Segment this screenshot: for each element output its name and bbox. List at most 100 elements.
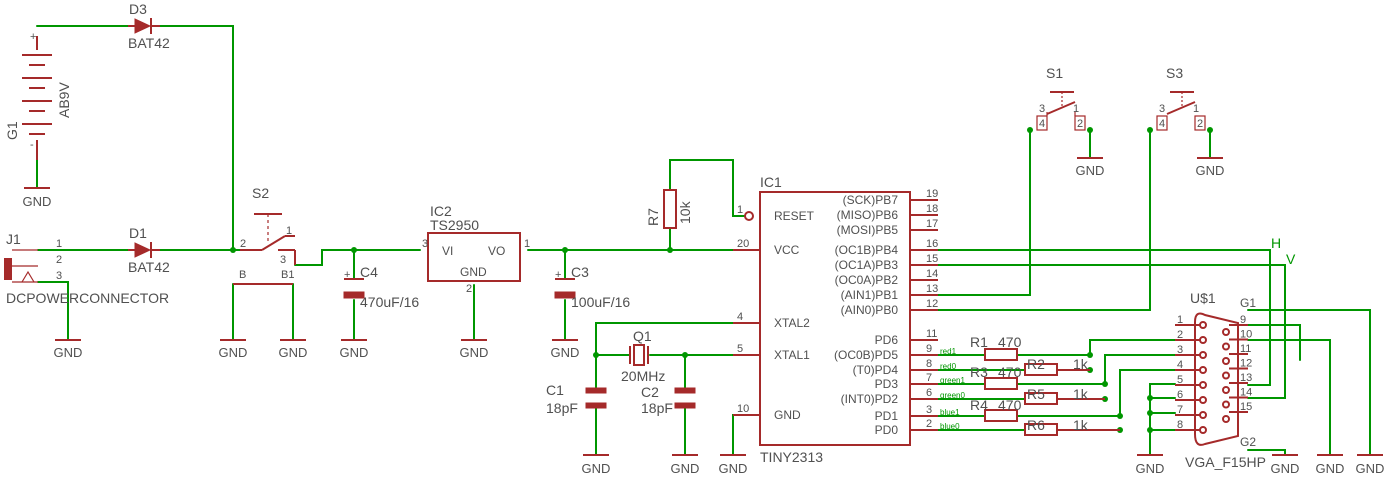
net-labels: red1 red0 green1 green0 blue1 blue0 H V	[940, 235, 1296, 431]
svg-text:1k: 1k	[1073, 356, 1089, 372]
capacitor-c1: C1 18pF	[546, 382, 607, 416]
switch-s1[interactable]: S1 3 1 4 2	[1036, 65, 1086, 131]
c1-ref: C1	[546, 382, 564, 398]
gnd-label: GND	[340, 345, 369, 360]
c4-value: 470uF/16	[360, 294, 419, 310]
resistor-r5: R5 1k	[1024, 386, 1105, 405]
r7-value: 10k	[677, 200, 693, 224]
net-green1: green1	[940, 376, 965, 385]
ic1-pin-name: RESET	[774, 209, 815, 223]
vga-pin: 9	[1240, 314, 1246, 326]
gnd-label: GND	[719, 461, 748, 476]
ic1-pin-name: PD0	[875, 423, 899, 437]
d3-value: BAT42	[128, 35, 170, 51]
resistor-r7: R7 10k	[645, 189, 693, 229]
svg-text:G1: G1	[1240, 296, 1256, 310]
c3-value: 100uF/16	[571, 294, 630, 310]
junctions	[230, 127, 1213, 433]
ic1-pin-num: 10	[737, 403, 749, 415]
svg-text:1k: 1k	[1073, 417, 1089, 433]
ic1-pin-num: 7	[926, 372, 932, 384]
ic1-pin-num: 17	[926, 218, 938, 230]
ic1-pin-num: 13	[926, 283, 938, 295]
ic1-pin-name: (MOSI)PB5	[837, 223, 899, 237]
ic1-pin-num: 12	[926, 298, 938, 310]
svg-text:G2: G2	[1240, 435, 1256, 449]
svg-text:R1: R1	[970, 334, 988, 350]
svg-text:GND: GND	[460, 265, 487, 279]
svg-text:1: 1	[1073, 103, 1079, 115]
wires	[36, 25, 1371, 456]
ic1-pin-name: VCC	[774, 243, 800, 257]
switch-s3[interactable]: S3 3 1 4 2	[1156, 65, 1206, 131]
gnd-label: GND	[219, 345, 248, 360]
vga-pin: 8	[1177, 419, 1183, 431]
ic1-pin-name: XTAL1	[774, 348, 810, 362]
j1-ref: J1	[6, 231, 21, 247]
ic1-pin-num: 4	[737, 311, 743, 323]
svg-text:1: 1	[56, 238, 62, 250]
ic1-pin-num: 9	[926, 343, 932, 355]
gnd-label: GND	[1196, 163, 1225, 178]
ic1-pin-num: 3	[926, 404, 932, 416]
d1-ref: D1	[129, 225, 147, 241]
svg-text:3: 3	[1039, 103, 1045, 115]
ic1-pin-name: (OC0A)PB2	[835, 273, 899, 287]
gnd-label: GND	[582, 461, 611, 476]
regulator-ic2: VI VO GND IC2 TS2950 3 1 2	[422, 203, 530, 295]
ic1-pin-name: XTAL2	[774, 316, 810, 330]
ic1-pin-num: 15	[926, 253, 938, 265]
svg-text:4: 4	[1159, 118, 1165, 130]
gnd-label: GND	[23, 194, 52, 209]
crystal-q1: Q1 20MHz	[621, 328, 665, 384]
g1-pin-plus: +	[30, 31, 36, 43]
battery-g1: + - G1 AB9V	[4, 31, 72, 160]
svg-text:2: 2	[466, 283, 472, 295]
ic1-pin-num: 5	[737, 343, 743, 355]
svg-text:B: B	[239, 269, 246, 281]
connector-j1: J1 DCPOWERCONNECTOR 1 2 3	[4, 231, 169, 306]
svg-text:R6: R6	[1027, 417, 1045, 433]
vga-pin: 6	[1177, 389, 1183, 401]
resistor-r6: R6 1k	[1024, 417, 1120, 436]
gnd-label: GND	[551, 345, 580, 360]
net-green0: green0	[940, 391, 965, 400]
ic1-pin-num: 1	[737, 204, 743, 216]
svg-text:470: 470	[998, 334, 1022, 350]
switch-s2[interactable]: S2 2 1 3 B B1	[233, 185, 296, 285]
gnd-label: GND	[1136, 461, 1165, 476]
vga-pin: 11	[1240, 343, 1251, 355]
ic1-pin-num: 6	[926, 387, 932, 399]
vga-ref: U$1	[1190, 290, 1216, 306]
svg-text:1: 1	[1193, 103, 1199, 115]
svg-text:R5: R5	[1027, 386, 1045, 402]
g1-value: AB9V	[56, 82, 72, 118]
g1-ref: G1	[4, 121, 20, 140]
ic1-pin-name: (OC0B)PD5	[834, 348, 898, 362]
ic1-pin-name: (AIN1)PB1	[841, 288, 899, 302]
gnd-label: GND	[1271, 461, 1300, 476]
svg-text:B1: B1	[281, 269, 294, 281]
svg-text:1: 1	[524, 238, 530, 250]
svg-text:3: 3	[280, 254, 286, 266]
vga-pin: 1	[1177, 314, 1183, 326]
capacitor-c3: + C3 100uF/16	[554, 264, 630, 310]
ic2-ref: IC2	[430, 203, 452, 219]
ic1-pin-name: (INT0)PD2	[841, 392, 899, 406]
ic1-pin-name: PD6	[875, 333, 899, 347]
gnd-label: GND	[1076, 163, 1105, 178]
ic1-pin-num: 11	[926, 328, 937, 340]
c2-value: 18pF	[641, 400, 673, 416]
gnd-label: GND	[1316, 461, 1345, 476]
svg-text:4: 4	[1039, 118, 1045, 130]
net-h: H	[1271, 235, 1281, 251]
svg-text:2: 2	[56, 254, 62, 266]
d1-value: BAT42	[128, 259, 170, 275]
diode-d3: D3 BAT42	[128, 1, 170, 51]
svg-text:3: 3	[422, 238, 428, 250]
svg-text:VO: VO	[488, 244, 505, 258]
vga-pin: 3	[1177, 344, 1183, 356]
svg-text:VI: VI	[442, 244, 453, 258]
